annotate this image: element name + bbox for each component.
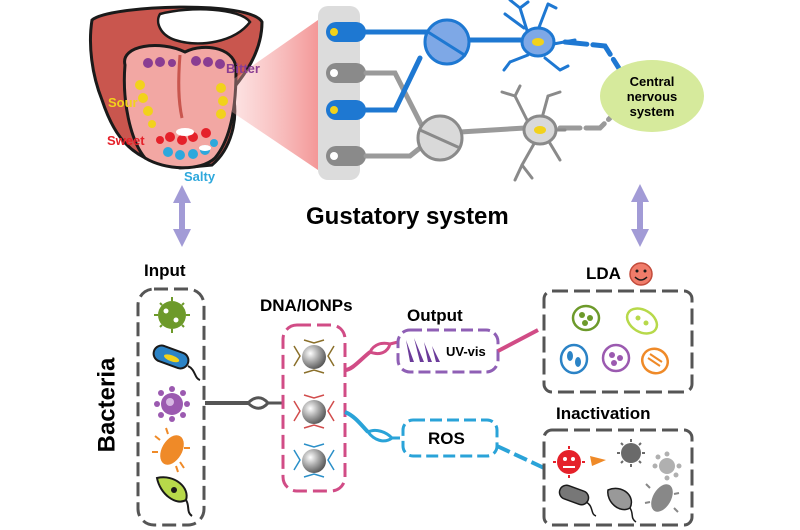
sour-taste-dots <box>135 80 228 128</box>
uv-vis-label: UV-vis <box>446 344 486 359</box>
salty-label: Salty <box>184 169 216 184</box>
grey-virus-icon <box>652 451 682 481</box>
synapse-grey <box>416 114 464 162</box>
inactivation-label: Inactivation <box>556 404 651 423</box>
taste-cell-panel <box>318 6 366 180</box>
input-box <box>136 287 206 527</box>
blue-rod-bacteria-icon <box>152 344 201 381</box>
sour-label: Sour <box>108 95 138 110</box>
nanoparticle-probes <box>293 339 335 478</box>
sweet-label: Sweet <box>107 133 145 148</box>
inactivation-box <box>542 428 694 527</box>
smiley-face-icon <box>629 262 653 286</box>
bitter-label: Bitter <box>226 61 260 76</box>
inactivated-bacteria <box>553 439 682 523</box>
purple-virus-icon <box>154 386 190 422</box>
orange-bacteria-icon <box>152 427 190 473</box>
lda-clusters <box>559 304 670 375</box>
angry-ros-icon <box>553 446 585 478</box>
page-title: Gustatory system <box>306 203 509 230</box>
central-nervous-system-label: Central nervous system <box>626 74 678 119</box>
bacteria-label: Bacteria <box>93 357 121 453</box>
neural-pathways <box>363 29 628 159</box>
tongue-illustration <box>89 5 264 170</box>
green-bacteria-icon <box>154 297 190 333</box>
central-nervous-system-node <box>600 60 704 132</box>
green-flagellate-icon <box>155 476 193 517</box>
grey-spiky-bacteria-icon <box>617 439 645 467</box>
grey-neuron <box>500 84 567 182</box>
probe-label: DNA/IONPs <box>260 296 353 315</box>
ros-box <box>401 418 499 458</box>
lda-box <box>542 289 694 394</box>
grey-orange-type-bacteria-icon <box>644 483 680 513</box>
zoom-cone <box>232 20 318 170</box>
lda-label: LDA <box>586 264 621 283</box>
output-label: Output <box>407 306 463 325</box>
sweet-taste-dots <box>156 128 211 145</box>
grey-flagellate-icon <box>607 487 637 523</box>
uv-vis-spectrum-icon <box>406 338 440 362</box>
taste-receptor-cells <box>326 22 366 166</box>
grey-rod-bacteria-icon <box>558 484 597 517</box>
ros-label: ROS <box>428 429 465 448</box>
input-label: Input <box>144 261 186 280</box>
probe-box <box>281 323 347 493</box>
blue-neuron <box>502 0 577 72</box>
bitter-taste-dots <box>143 56 225 69</box>
input-bacteria <box>152 297 201 517</box>
synapse-blue <box>423 18 471 66</box>
